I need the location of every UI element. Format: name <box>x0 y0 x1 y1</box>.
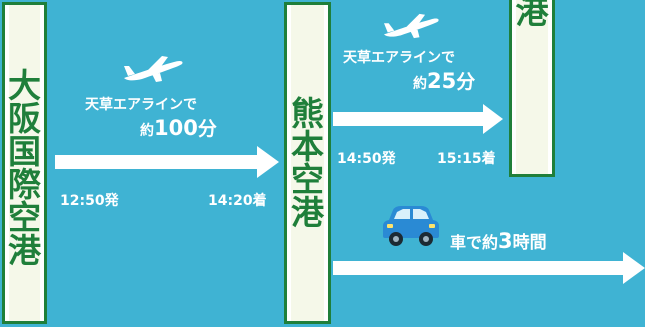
amakusa-airport-char: 港 <box>515 0 549 31</box>
kumamoto-airport-char: 空 <box>291 160 324 199</box>
airplane-icon <box>384 13 439 39</box>
route2-duration-value: 25 <box>427 69 457 93</box>
kumamoto-airport-char: 港 <box>291 193 324 232</box>
route1-duration-value: 100 <box>154 116 198 140</box>
osaka-airport-char: 国 <box>8 132 41 171</box>
kumamoto-airport-char: 本 <box>291 127 324 166</box>
flight-arrow-osaka-kumamoto <box>55 146 279 178</box>
car-route-label: 車で約3時間 <box>450 228 547 253</box>
car-route-mode: 車で <box>450 233 483 252</box>
route1-depart-time: 12:50発 <box>60 193 119 209</box>
osaka-airport-box: 大 阪 国 際 空 港 <box>2 2 47 324</box>
flight-arrow-kumamoto-amakusa <box>333 104 503 134</box>
route1-duration-unit: 分 <box>197 118 217 140</box>
route2-duration-unit: 分 <box>456 71 476 93</box>
kumamoto-airport-box: 熊 本 空 港 <box>284 2 331 324</box>
amakusa-airport-name: 港 <box>512 0 552 28</box>
kumamoto-airport-char: 熊 <box>291 94 324 133</box>
osaka-airport-char: 港 <box>8 231 41 270</box>
car-icon <box>383 206 439 246</box>
amakusa-airport-box: 港 <box>509 0 555 177</box>
osaka-airport-name: 大 阪 国 際 空 港 <box>5 69 44 267</box>
osaka-airport-panel <box>9 5 40 321</box>
car-route-value: 3 <box>498 229 513 253</box>
car-route-unit: 時間 <box>512 233 547 253</box>
car-arrow <box>333 252 645 284</box>
route1-duration: 約100分 <box>140 114 217 141</box>
kumamoto-airport-panel <box>291 5 324 321</box>
airplane-icon <box>124 56 183 82</box>
route1-carrier: 天草エアラインで <box>85 97 197 113</box>
route1-duration-prefix: 約 <box>140 123 154 139</box>
amakusa-airport-panel <box>516 0 548 174</box>
route2-depart-time: 14:50発 <box>337 151 396 167</box>
kumamoto-airport-name: 熊 本 空 港 <box>287 97 328 229</box>
route2-arrive-time: 15:15着 <box>437 151 496 167</box>
car-route-prefix: 約 <box>482 233 499 252</box>
route1-arrive-time: 14:20着 <box>208 193 267 209</box>
route2-duration-prefix: 約 <box>413 76 427 92</box>
osaka-airport-char: 空 <box>8 198 41 237</box>
route2-duration: 約25分 <box>413 67 475 94</box>
osaka-airport-char: 際 <box>8 165 41 204</box>
osaka-airport-char: 阪 <box>8 99 41 138</box>
route2-carrier: 天草エアラインで <box>343 50 455 66</box>
osaka-airport-char: 大 <box>8 66 41 105</box>
